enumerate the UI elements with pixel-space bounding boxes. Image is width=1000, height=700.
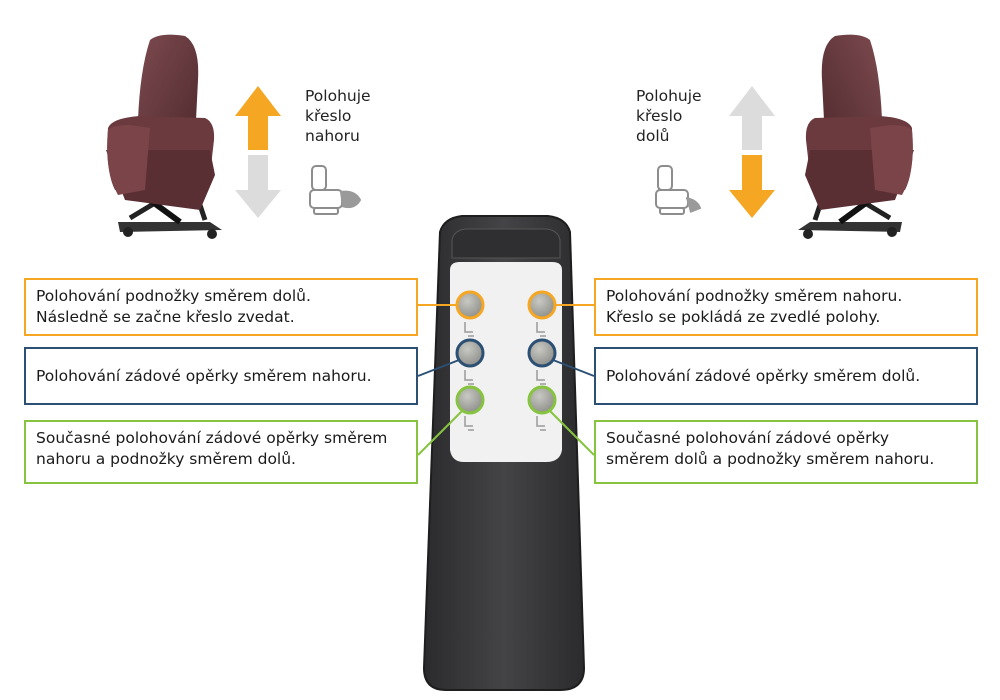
callout-line: Následně se začne křeslo zvedat.: [36, 308, 295, 326]
callout-left-bottom: Současné polohování zádové opěrky směrem…: [24, 420, 418, 484]
callout-line: Polohování zádové opěrky směrem dolů.: [606, 367, 921, 385]
left-lift-chair-image: [106, 34, 222, 239]
callout-right-top: Polohování podnožky směrem nahoru. Křesl…: [594, 278, 978, 336]
right-caption-line: Polohuje: [636, 87, 702, 105]
right-chair-caption: Polohuje křeslo dolů: [636, 86, 702, 146]
callout-right-bottom: Současné polohování zádové opěrky směrem…: [594, 420, 978, 484]
remote-control: [422, 215, 586, 691]
chair-up-icon: [309, 165, 362, 215]
button-left-blue: [455, 338, 485, 368]
callout-line: Křeslo se pokládá ze zvedlé polohy.: [606, 308, 881, 326]
chair-down-icon: [655, 165, 702, 215]
callout-line: Současné polohování zádové opěrky směrem: [36, 429, 388, 447]
left-caption-line: křeslo: [305, 107, 352, 125]
left-caption-line: Polohuje: [305, 87, 371, 105]
left-chair-caption: Polohuje křeslo nahoru: [305, 86, 371, 146]
callout-line: Polohování podnožky směrem dolů.: [36, 287, 311, 305]
callout-left-middle: Polohování zádové opěrky směrem nahoru.: [24, 347, 418, 405]
right-lift-chair-image: [798, 34, 914, 239]
right-down-arrow-active: [729, 155, 775, 218]
connector-lines: [417, 304, 595, 456]
callout-left-top: Polohování podnožky směrem dolů. Následn…: [24, 278, 418, 336]
button-right-orange: [527, 290, 557, 320]
right-caption-line: dolů: [636, 127, 670, 145]
callout-line: nahoru a podnožky směrem dolů.: [36, 450, 296, 468]
callout-line: směrem dolů a podnožky směrem nahoru.: [606, 450, 935, 468]
right-caption-line: křeslo: [636, 107, 683, 125]
button-right-green: [527, 385, 557, 415]
remote-buttons: [455, 290, 557, 431]
left-caption-line: nahoru: [305, 127, 360, 145]
callout-line: Současné polohování zádové opěrky: [606, 429, 890, 447]
callout-line: Polohování podnožky směrem nahoru.: [606, 287, 903, 305]
callout-right-middle: Polohování zádové opěrky směrem dolů.: [594, 347, 978, 405]
left-down-arrow-inactive: [235, 155, 281, 218]
button-left-green: [455, 385, 485, 415]
button-left-orange: [455, 290, 485, 320]
left-up-arrow-active: [235, 86, 281, 150]
callout-line: Polohování zádové opěrky směrem nahoru.: [36, 367, 372, 385]
right-up-arrow-inactive: [729, 86, 775, 150]
button-right-blue: [527, 338, 557, 368]
